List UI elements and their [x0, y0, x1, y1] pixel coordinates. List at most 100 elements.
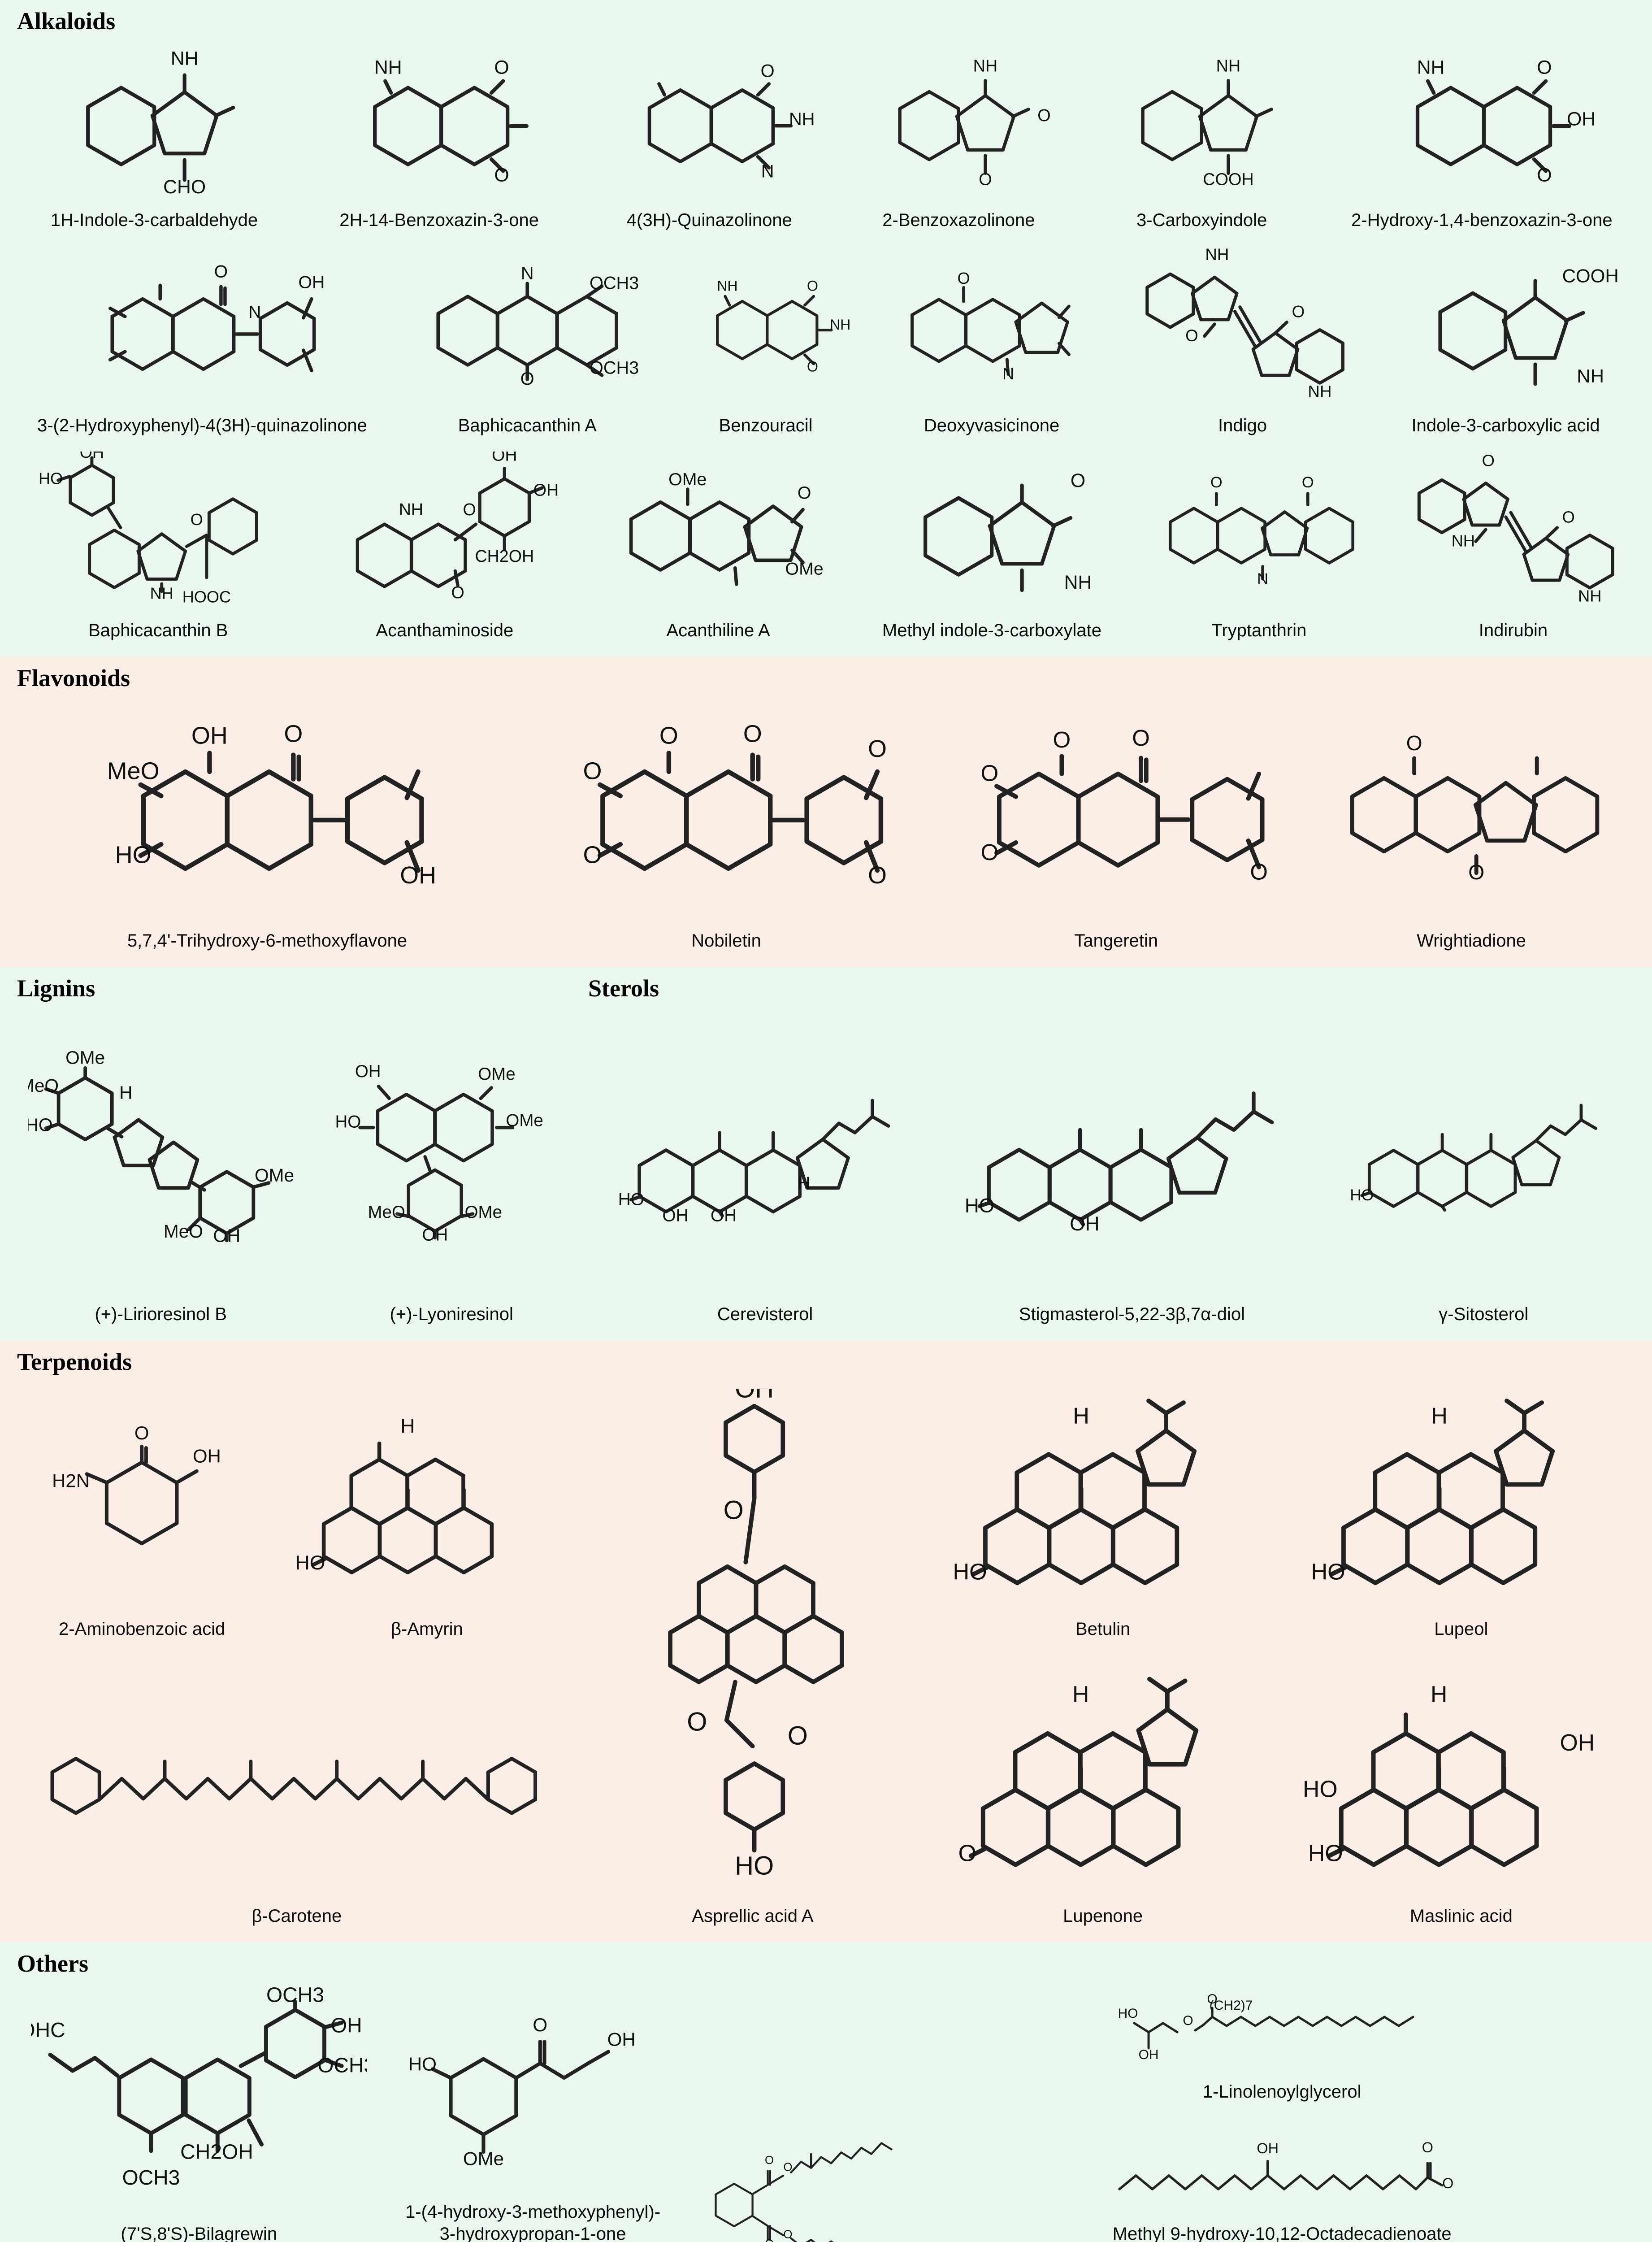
compound-name: 3-(2-Hydroxyphenyl)-4(3H)-quinazolinone [37, 415, 367, 435]
structure-row: OMeMeOHOOHOMeMeOH(+)-Lirioresinol BOHHOO… [12, 1003, 1640, 1335]
svg-text:O: O [807, 278, 818, 294]
others-grid: OHCOCH3OHOCH3OCH3CH2OH(7'S,8'S)-Bilagrew… [12, 1978, 1640, 2242]
svg-text:(CH2)7: (CH2)7 [1209, 1998, 1253, 2013]
compound-name: Indirubin [1479, 621, 1548, 641]
svg-text:O: O [868, 735, 887, 762]
svg-text:O: O [868, 862, 887, 889]
svg-text:O: O [134, 1422, 149, 1443]
svg-text:O: O [1207, 1992, 1217, 2007]
svg-text:OH: OH [331, 2013, 362, 2037]
svg-text:NH: NH [1216, 56, 1241, 75]
compound-name: Methyl indole-3-carboxylate [882, 621, 1101, 641]
section-lignins-sterols: Lignins Sterols OMeMeOHOOHOMeMeOH(+)-Lir… [0, 967, 1652, 1341]
compound-label: 2H-14-Benzoxazin-3-one [301, 207, 577, 239]
compound-label: 3-Carboxyindole [1085, 207, 1319, 239]
compound-name: Wrightiadione [1417, 931, 1526, 951]
structure-wrap: OHCOCH3OHOCH3OCH3CH2OH [16, 1980, 382, 2220]
compound-label: Acanthaminoside [309, 617, 580, 650]
compound-label: Asprellic acid A [586, 1903, 919, 1935]
svg-text:OH: OH [80, 452, 104, 461]
compound-label: Baphicacanthin A [397, 412, 658, 445]
compound-label: β-Carotene [16, 1903, 577, 1935]
svg-text:NH: NH [1205, 246, 1229, 264]
structure-ring6656: OO [1350, 732, 1599, 884]
svg-text:O: O [520, 369, 534, 389]
compound-name: Benzouracil [719, 415, 813, 435]
svg-text:OH: OH [735, 1389, 774, 1403]
svg-text:OH: OH [1070, 1213, 1100, 1235]
compound-name: 4(3H)-Quinazolinone [626, 210, 792, 230]
svg-text:OMe: OMe [506, 1111, 543, 1130]
svg-text:O: O [788, 1721, 808, 1751]
compound-name: Indigo [1218, 415, 1267, 435]
compound-name: Baphicacanthin A [458, 415, 597, 435]
svg-text:MeO: MeO [368, 1203, 405, 1222]
compound-name: Deoxyvasicinone [924, 415, 1060, 435]
structure-lupane: HOH [1311, 1398, 1555, 1585]
svg-text:O: O [1053, 727, 1071, 752]
structure-wrap [16, 1652, 577, 1903]
compound-name: β-Carotene [251, 1906, 342, 1926]
svg-text:OH: OH [191, 722, 228, 749]
compound-name: 3-Carboxyindole [1136, 210, 1267, 230]
svg-text:HO: HO [295, 1551, 325, 1573]
section-title-lignins: Lignins [17, 975, 95, 1002]
compound-cell: OOOOBis(2-ethyldecyl) O-phthalate [680, 1978, 924, 2242]
compound-label: Nobiletin [527, 927, 925, 960]
svg-text:O: O [494, 56, 509, 78]
compound-label: Deoxyvasicinone [874, 412, 1110, 445]
svg-text:NH: NH [1308, 382, 1331, 401]
svg-text:O: O [1071, 470, 1085, 491]
structure-steroid: HO [1350, 1104, 1597, 1212]
svg-text:NH: NH [1417, 56, 1445, 78]
compound-name: 2-Benzoxazolinone [882, 210, 1035, 230]
svg-text:OMe: OMe [478, 1065, 515, 1084]
svg-text:H: H [798, 1174, 810, 1193]
svg-text:H: H [400, 1415, 415, 1437]
compound-name: Maslinic acid [1409, 1906, 1513, 1926]
svg-text:OH: OH [213, 1225, 240, 1246]
compound-label: β-Amyrin [277, 1616, 577, 1648]
svg-text:HO: HO [1118, 2006, 1138, 2021]
compound-name: Betulin [1075, 1619, 1131, 1639]
svg-text:NH: NH [717, 278, 738, 294]
svg-text:H: H [1431, 1403, 1448, 1428]
svg-text:OH: OH [299, 273, 325, 292]
compound-cell: OHOOOHOAsprellic acid A [582, 1377, 924, 1937]
svg-text:OMe: OMe [465, 1203, 502, 1222]
compound-name: Asprellic acid A [692, 1906, 814, 1926]
svg-text:HO: HO [618, 1190, 644, 1209]
compound-label: Lupenone [928, 1903, 1277, 1935]
compound-name: Indole-3-carboxylic acid [1411, 415, 1600, 435]
svg-text:CH2OH: CH2OH [475, 547, 534, 565]
svg-text:OMe: OMe [255, 1165, 294, 1186]
svg-text:O: O [1406, 732, 1422, 755]
